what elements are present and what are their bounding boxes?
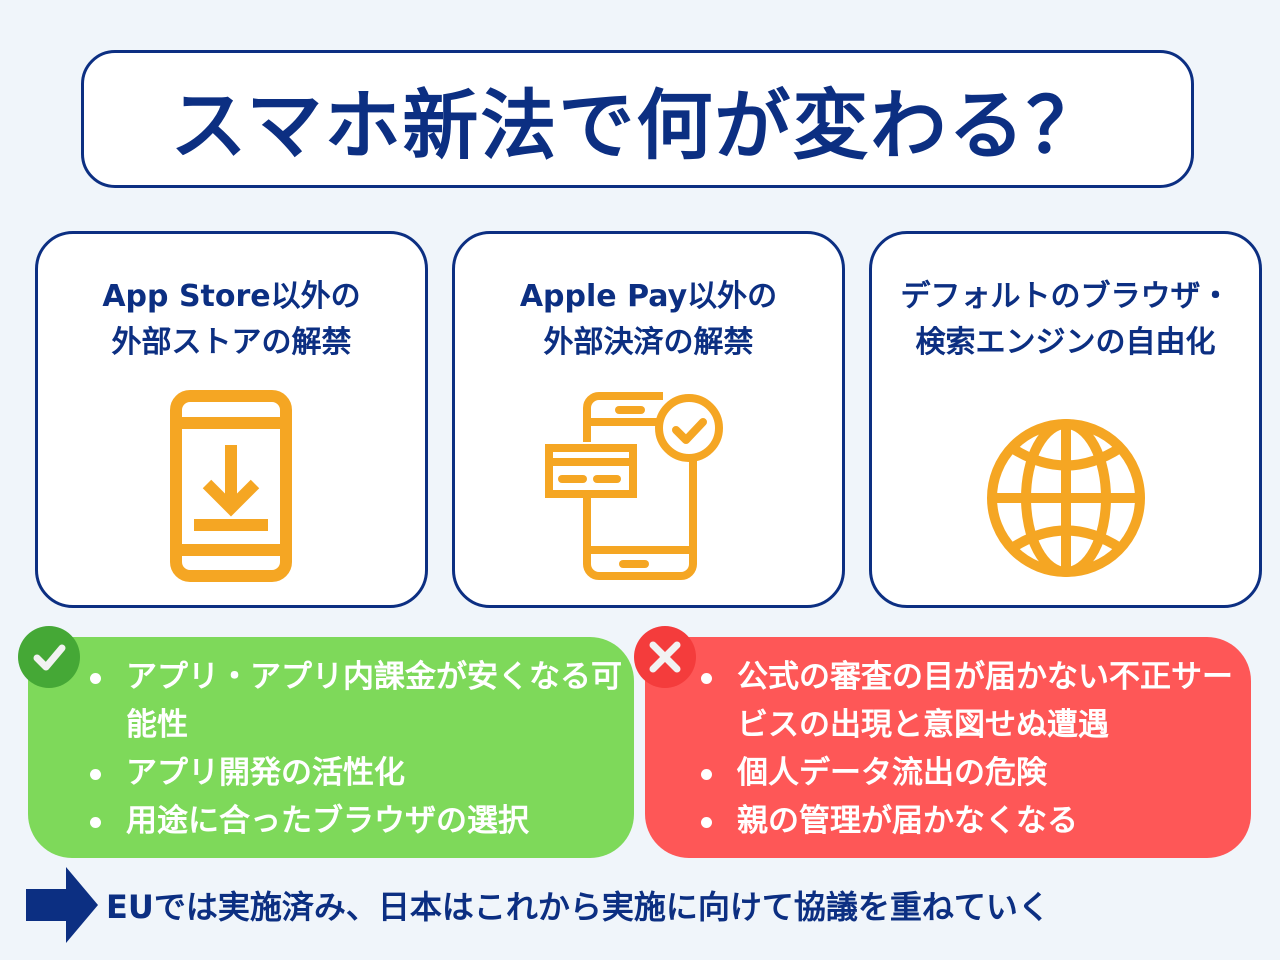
phone-download-icon <box>170 390 292 582</box>
card-title-line: 外部ストアの解禁 <box>111 325 352 360</box>
footer-text: EUでは実施済み、日本はこれから実施に向けて協議を重ねていく <box>106 888 1050 926</box>
pros-item: アプリ開発の活性化 <box>84 749 624 797</box>
check-icon <box>33 644 66 671</box>
cons-panel: 公式の審査の目が届かない不正サービスの出現と意図せぬ遭遇 個人データ流出の危険 … <box>645 637 1251 858</box>
cons-item: 親の管理が届かなくなる <box>695 797 1235 845</box>
card-external-store: App Store以外の 外部ストアの解禁 <box>35 231 428 608</box>
card-default-browser: デフォルトのブラウザ・ 検索エンジンの自由化 <box>869 231 1262 608</box>
card-title-line: デフォルトのブラウザ・ <box>900 279 1231 314</box>
cons-item: 公式の審査の目が届かない不正サービスの出現と意図せぬ遭遇 <box>695 653 1235 749</box>
cross-icon <box>649 641 681 673</box>
footer-note: EUでは実施済み、日本はこれから実施に向けて協議を重ねていく <box>26 867 1050 943</box>
pros-item: アプリ・アプリ内課金が安くなる可能性 <box>84 653 624 749</box>
cons-item: 個人データ流出の危険 <box>695 749 1235 797</box>
title-banner: スマホ新法で何が変わる？ <box>81 50 1194 188</box>
card-title: Apple Pay以外の 外部決済の解禁 <box>455 274 842 366</box>
phone-payment-check-icon <box>545 392 723 580</box>
globe-icon <box>987 419 1145 577</box>
card-title: デフォルトのブラウザ・ 検索エンジンの自由化 <box>872 274 1259 366</box>
page-title: スマホ新法で何が変わる？ <box>170 81 1105 170</box>
cons-list: 公式の審査の目が届かない不正サービスの出現と意図せぬ遭遇 個人データ流出の危険 … <box>695 653 1235 845</box>
card-title-line: Apple Pay以外の <box>519 279 778 314</box>
pros-item: 用途に合ったブラウザの選択 <box>84 797 624 845</box>
card-title-line: 検索エンジンの自由化 <box>915 325 1216 360</box>
pros-list: アプリ・アプリ内課金が安くなる可能性 アプリ開発の活性化 用途に合ったブラウザの… <box>84 653 624 845</box>
arrow-right-icon <box>26 867 98 943</box>
card-title-line: 外部決済の解禁 <box>543 325 754 360</box>
card-title-line: App Store以外の <box>102 279 361 314</box>
card-external-payment: Apple Pay以外の 外部決済の解禁 <box>452 231 845 608</box>
cross-badge <box>634 626 696 688</box>
check-badge <box>18 626 80 688</box>
card-title: App Store以外の 外部ストアの解禁 <box>38 274 425 366</box>
pros-panel: アプリ・アプリ内課金が安くなる可能性 アプリ開発の活性化 用途に合ったブラウザの… <box>28 637 634 858</box>
